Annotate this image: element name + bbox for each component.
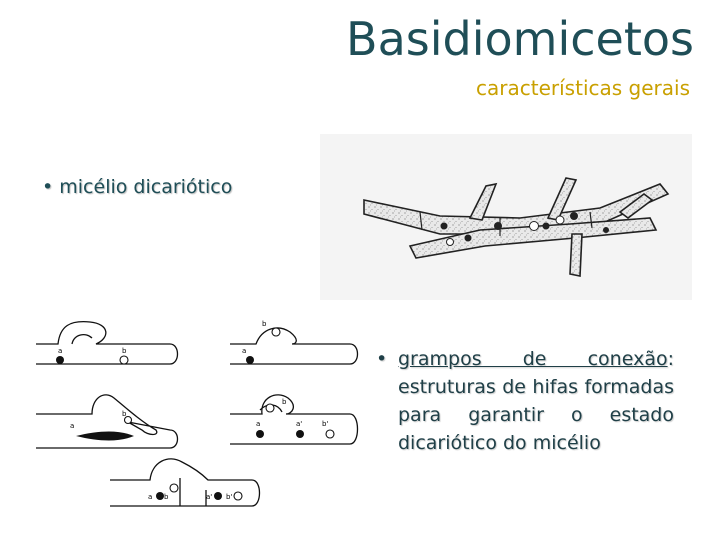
clamp-label-b3: b [122, 410, 127, 418]
clamp-label-b-prime5: b' [226, 493, 232, 501]
clamp-label-a-prime4: a' [296, 420, 302, 428]
bullet-clamps-text: : estruturas de hifas formadas para gara… [398, 348, 674, 454]
clamp-label-b-prime4: b' [322, 420, 328, 428]
bullet-clamps-content: grampos de conexão: estruturas de hifas … [398, 345, 674, 457]
bullet-clamps: • grampos de conexão: estruturas de hifa… [376, 345, 674, 457]
clamp-label-b5: b [164, 493, 169, 501]
bullet-clamps-term: grampos de conexão [398, 348, 668, 370]
clamp-label-b1: b [122, 347, 127, 355]
clamp-label-b2: b [262, 320, 267, 328]
clamp-label-a4: a [256, 420, 260, 428]
clamp-connection-diagram: a b b a b a b a a' b' a b a' b' [36, 320, 359, 507]
clamp-label-a-prime5: a' [206, 493, 212, 501]
clamp-label-a2: a [242, 347, 246, 355]
clamp-label-a3: a [70, 422, 74, 430]
bullet-mycelium: • micélio dicariótico [42, 176, 232, 198]
hyphae-illustration [320, 134, 692, 300]
clamp-label-a5: a [148, 493, 152, 501]
bullet-symbol: • [42, 176, 54, 198]
bullet-mycelium-text: micélio dicariótico [59, 176, 233, 198]
clamp-label-a1: a [58, 347, 62, 355]
slide-subtitle: características gerais [476, 76, 690, 100]
clamp-label-b4: b [282, 398, 287, 406]
slide-title: Basidiomicetos [346, 12, 694, 66]
bullet-symbol-2: • [376, 348, 388, 370]
